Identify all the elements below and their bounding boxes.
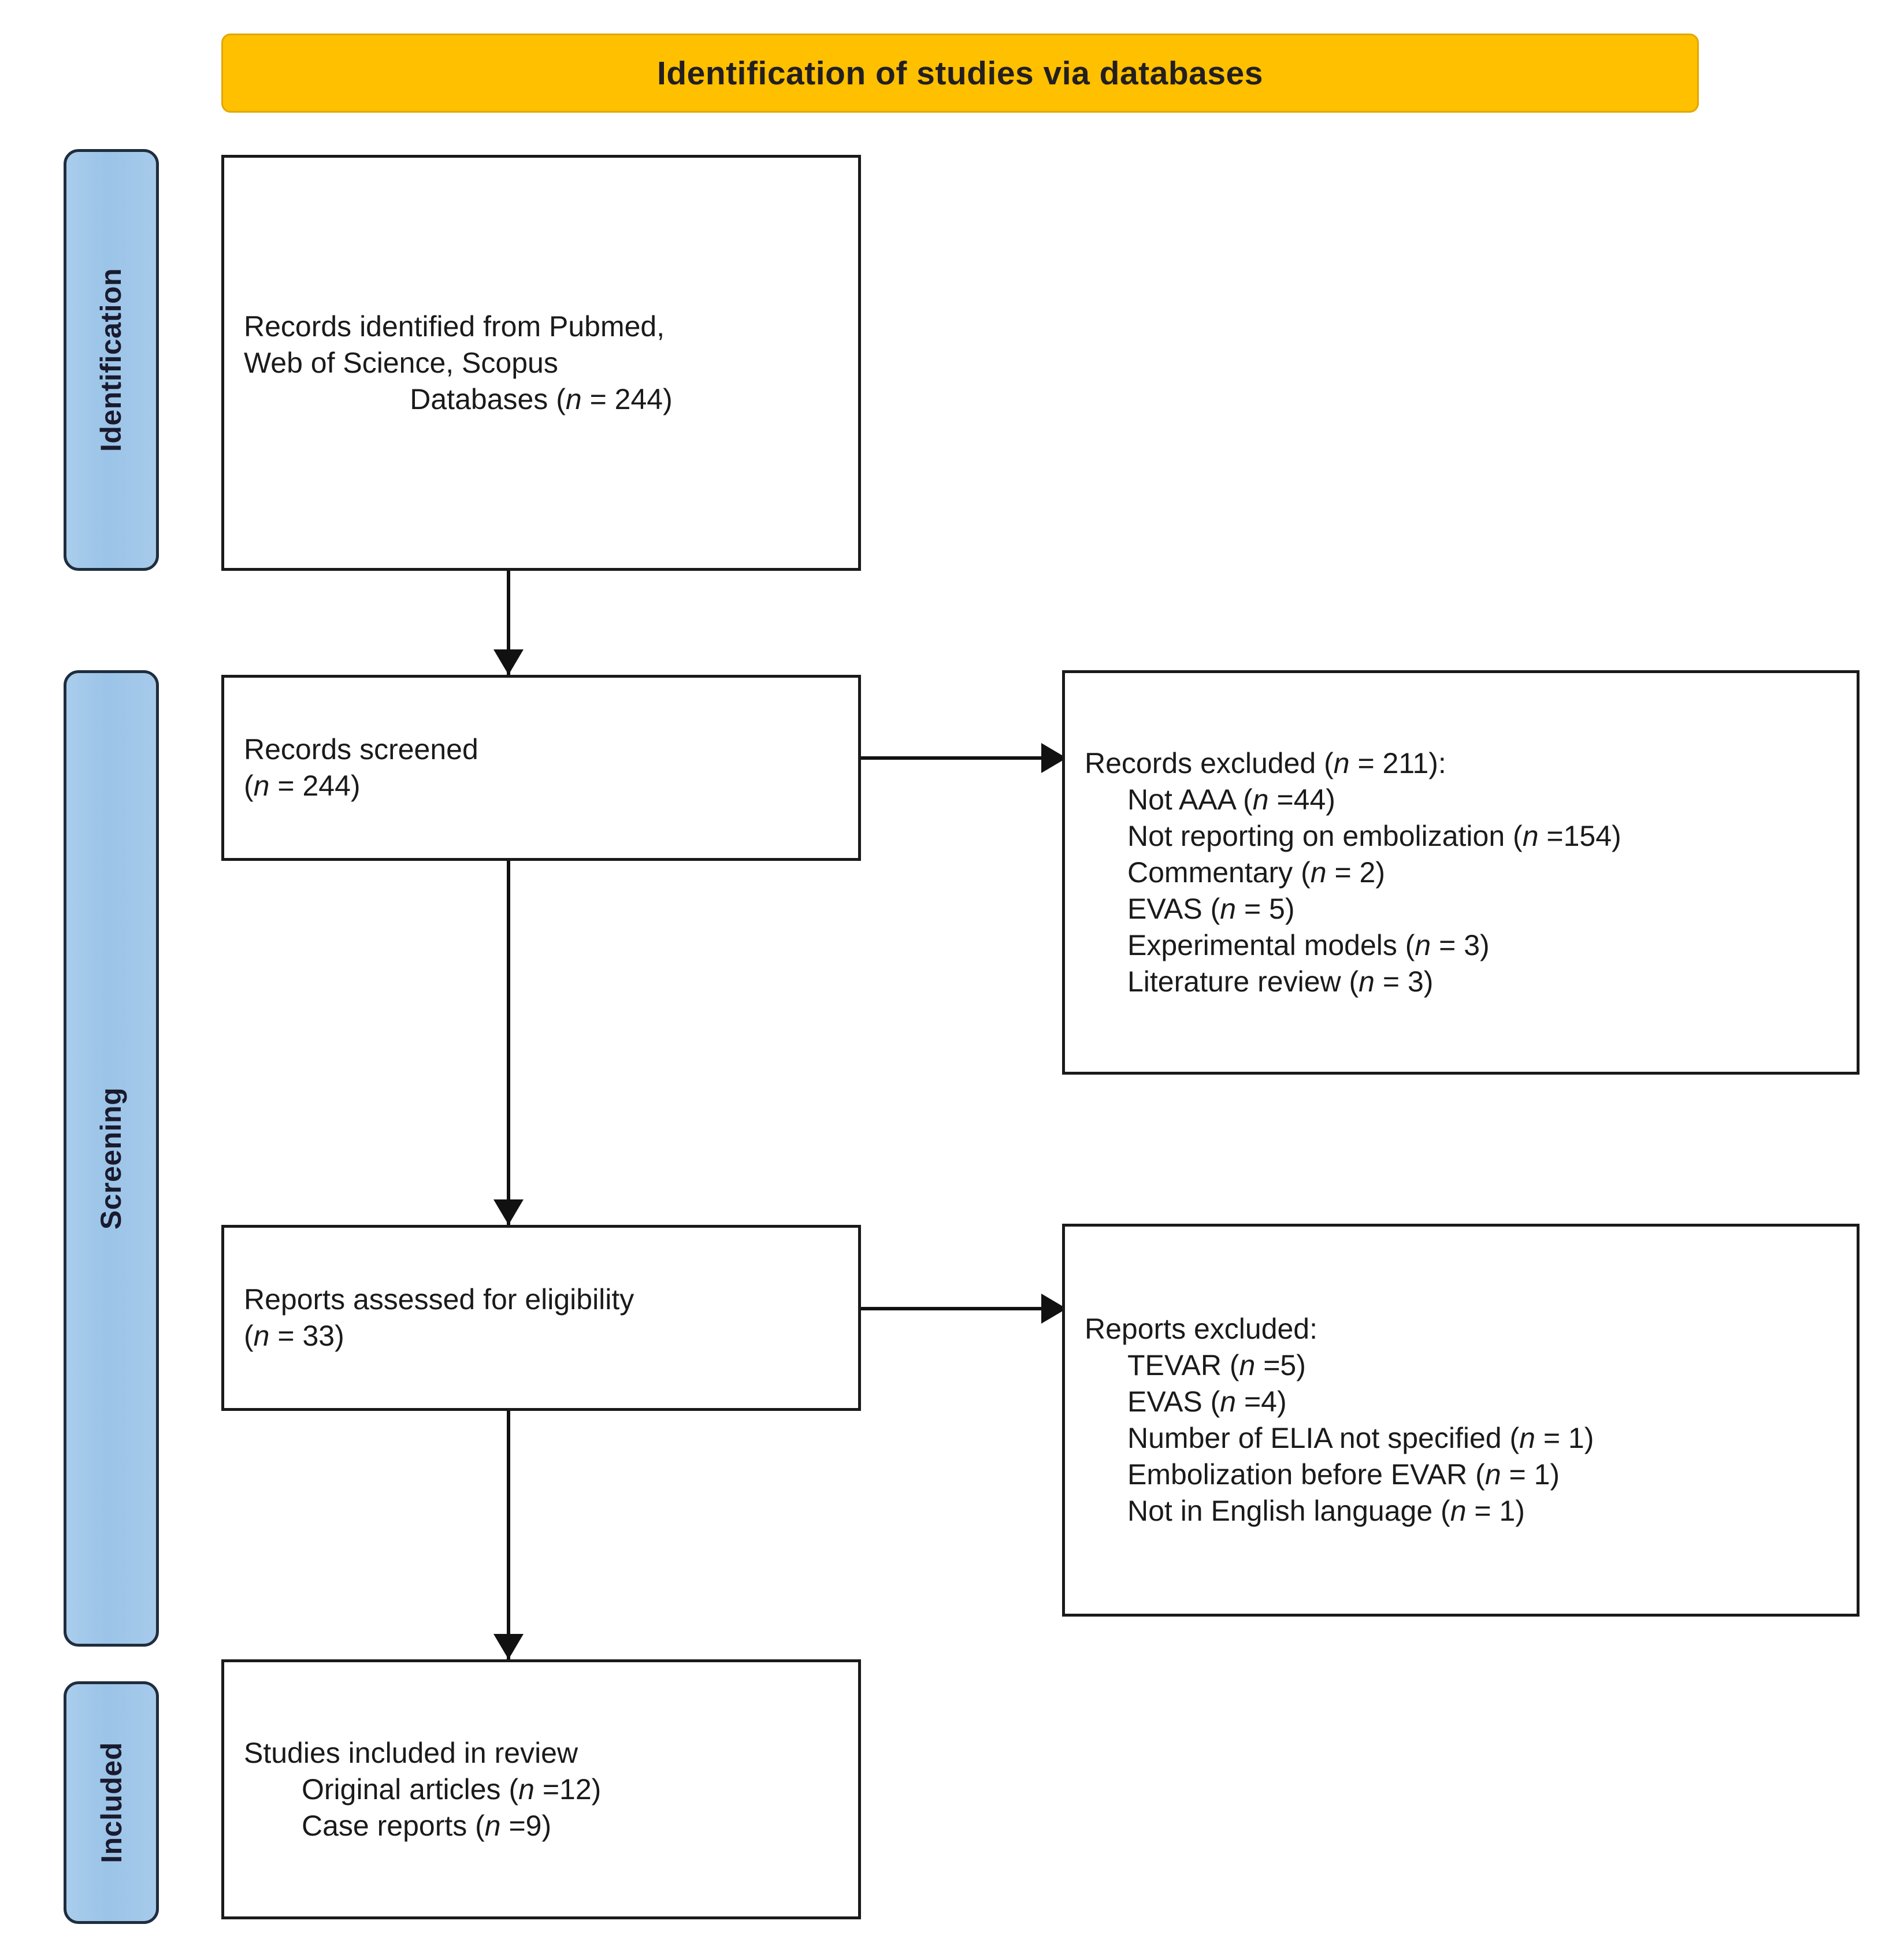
records-excluded-item-6: Literature review (n = 3): [1127, 965, 1434, 998]
stage-pill-screening: Screening: [64, 670, 159, 1647]
connector-assessed-to-excluded: [861, 1307, 1056, 1310]
reports-excluded-heading: Reports excluded:: [1085, 1313, 1318, 1345]
arrowhead-assessed-to-included: [493, 1634, 524, 1659]
records-screened-line-1: Records screened: [244, 733, 478, 766]
studies-included-item-1: Original articles (n =12): [302, 1773, 602, 1806]
connector-screened-to-assessed: [507, 861, 510, 1225]
stage-pill-included: Included: [64, 1681, 159, 1924]
box-records-identified: Records identified from Pubmed, Web of S…: [221, 155, 861, 571]
connector-assessed-to-included: [507, 1411, 510, 1659]
studies-included-heading: Studies included in review: [244, 1736, 578, 1769]
records-excluded-item-2: Not reporting on embolization (n =154): [1127, 819, 1621, 852]
reports-excluded-item-5: Not in English language (n = 1): [1127, 1495, 1525, 1527]
banner-title: Identification of studies via databases: [657, 54, 1263, 92]
reports-excluded-item-3: Number of ELIA not specified (n = 1): [1127, 1422, 1594, 1454]
records-excluded-item-5: Experimental models (n = 3): [1127, 928, 1490, 961]
identification-banner: Identification of studies via databases: [221, 34, 1699, 113]
box-studies-included: Studies included in review Original arti…: [221, 1659, 861, 1919]
reports-assessed-line-2: (n = 33): [244, 1320, 344, 1352]
records-excluded-heading: Records excluded (n = 211):: [1085, 746, 1446, 779]
connector-screened-to-excluded: [861, 756, 1056, 760]
reports-excluded-item-4: Embolization before EVAR (n = 1): [1127, 1458, 1560, 1491]
stage-pill-identification: Identification: [64, 149, 159, 571]
records-excluded-item-1: Not AAA (n =44): [1127, 783, 1335, 816]
connector-identified-to-screened: [507, 571, 510, 675]
arrowhead-identified-to-screened: [493, 649, 524, 675]
box-reports-excluded: Reports excluded: TEVAR (n =5) EVAS (n =…: [1062, 1224, 1860, 1617]
box-records-excluded: Records excluded (n = 211): Not AAA (n =…: [1062, 670, 1860, 1075]
records-screened-line-2: (n = 244): [244, 770, 361, 802]
stage-label-screening: Screening: [95, 1087, 128, 1230]
reports-assessed-line-1: Reports assessed for eligibility: [244, 1283, 634, 1316]
stage-label-included: Included: [95, 1742, 128, 1863]
records-excluded-item-3: Commentary (n = 2): [1127, 856, 1385, 889]
studies-included-item-2: Case reports (n =9): [302, 1809, 552, 1842]
stage-label-identification: Identification: [95, 268, 128, 452]
arrowhead-screened-to-assessed: [493, 1199, 524, 1225]
reports-excluded-item-2: EVAS (n =4): [1127, 1385, 1287, 1418]
box-records-screened: Records screened (n = 244): [221, 675, 861, 861]
records-excluded-item-4: EVAS (n = 5): [1127, 892, 1295, 925]
records-identified-line-3: Databases (n = 244): [410, 382, 673, 415]
box-reports-assessed: Reports assessed for eligibility (n = 33…: [221, 1225, 861, 1411]
records-identified-line-1: Records identified from Pubmed,: [244, 310, 665, 343]
reports-excluded-item-1: TEVAR (n =5): [1127, 1349, 1306, 1381]
records-identified-line-2: Web of Science, Scopus: [244, 346, 558, 379]
